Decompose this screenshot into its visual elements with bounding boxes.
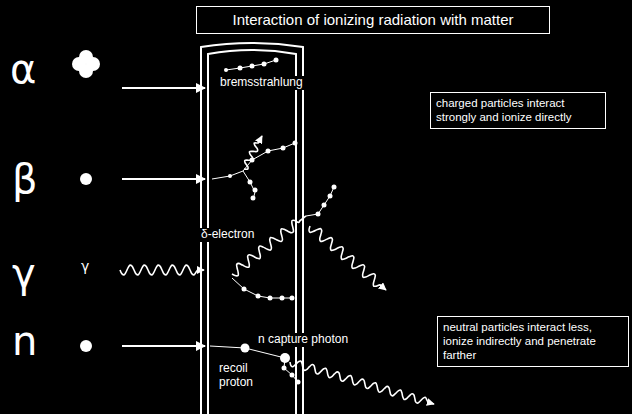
photon-wave	[120, 265, 204, 275]
particle-symbol: α	[8, 46, 38, 92]
note-text: neutral particles interact less, ionize …	[443, 320, 623, 362]
particle-symbol: γ	[10, 250, 38, 296]
incoming-arrow	[122, 88, 205, 346]
beta-particle	[80, 173, 92, 185]
beta-track	[212, 141, 298, 201]
photon-wave	[244, 136, 262, 169]
alpha-track	[224, 58, 279, 73]
particle-symbol: n	[10, 318, 39, 364]
alpha-particle	[72, 50, 100, 78]
particle-symbol: β	[10, 156, 40, 202]
photon-wave	[232, 216, 306, 276]
note-box: charged particles interact strongly and …	[430, 92, 606, 129]
photon-wave	[309, 226, 386, 290]
photon-symbol: γ	[79, 258, 91, 274]
track-label: δ-electron	[199, 228, 256, 242]
title-box: Interaction of ionizing radiation with m…	[196, 6, 550, 34]
neutron-particle	[80, 340, 92, 352]
track-label: bremsstrahlung	[218, 76, 305, 90]
photon-wave	[290, 361, 434, 404]
gamma-electron-track	[232, 185, 337, 301]
track-label: n capture photon	[256, 333, 350, 347]
note-text: charged particles interact strongly and …	[436, 96, 600, 124]
track-label: recoil proton	[217, 362, 267, 390]
note-box: neutral particles interact less, ionize …	[437, 316, 629, 367]
